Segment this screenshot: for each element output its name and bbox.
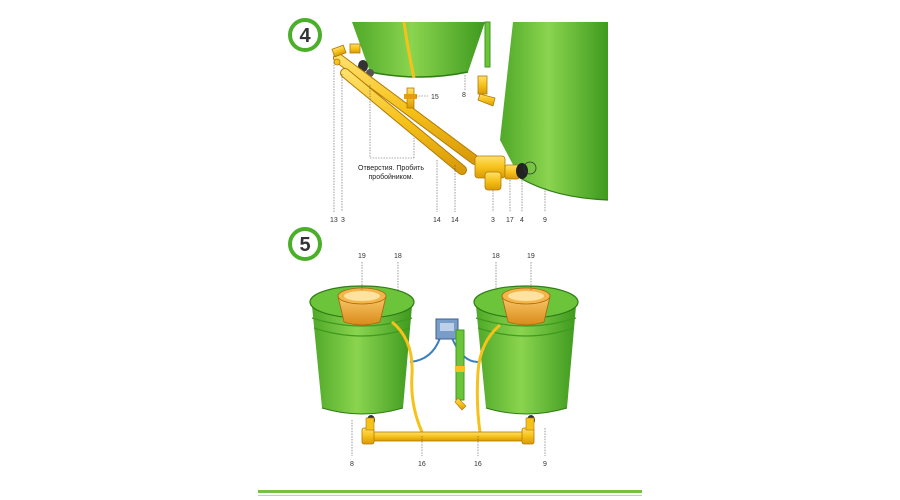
step-5-badge: 5 (288, 227, 322, 261)
left-end-fittings (331, 43, 361, 66)
label-4: 4 (520, 217, 524, 224)
label-14a: 14 (433, 217, 441, 224)
connecting-pipe (361, 417, 535, 445)
step-5-number: 5 (299, 234, 310, 256)
label-9: 9 (543, 217, 547, 224)
label-9-step5: 9 (543, 461, 547, 468)
valve-assembly (474, 155, 537, 191)
label-13: 13 (330, 217, 338, 224)
rubber-seal (516, 163, 528, 179)
bucket-right (473, 285, 579, 433)
center-standpipe (454, 329, 467, 411)
label-17: 17 (506, 217, 514, 224)
vertical-green-tube (484, 21, 491, 68)
label-15: 15 (431, 94, 439, 101)
label-16b: 16 (474, 461, 482, 468)
step-5-leaders (351, 262, 546, 456)
label-19a: 19 (358, 253, 366, 260)
label-14b: 14 (451, 217, 459, 224)
long-pipes (333, 53, 480, 175)
label-19b: 19 (527, 253, 535, 260)
label-3b: 3 (491, 217, 495, 224)
note-holes-line1: Отверстия. Пробить (358, 164, 424, 172)
label-8: 8 (462, 92, 466, 99)
air-tube-left (409, 337, 441, 363)
fitting-15 (404, 87, 417, 109)
note-holes-line2: пробойником. (369, 173, 414, 181)
step-4-number: 4 (299, 25, 311, 47)
elbow-fitting (477, 75, 496, 107)
step-5-section: 5 (288, 227, 579, 468)
label-3a: 3 (341, 217, 345, 224)
step-4-leaders (333, 62, 546, 212)
label-18a: 18 (394, 253, 402, 260)
large-tank-right (500, 22, 609, 201)
footer-stripe (258, 490, 642, 496)
label-18b: 18 (492, 253, 500, 260)
upper-tank-left (352, 21, 485, 79)
bucket-left (309, 285, 424, 433)
step-4-badge: 4 (288, 18, 322, 52)
label-8-step5: 8 (350, 461, 354, 468)
step-4-section: 4 (288, 18, 609, 224)
label-16a: 16 (418, 461, 426, 468)
air-pump (435, 318, 459, 340)
